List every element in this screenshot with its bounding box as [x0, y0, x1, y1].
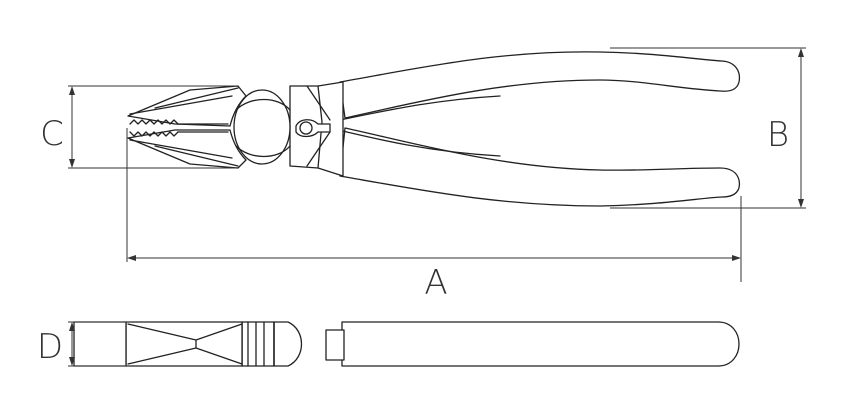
side-band-block	[241, 321, 275, 367]
collar-line	[317, 85, 323, 169]
side-joint-bands	[241, 321, 275, 367]
dimension-label-d: D	[37, 327, 63, 367]
lower-jaw	[127, 129, 247, 169]
joint-curve-lower	[235, 145, 291, 158]
upper-jaw-bevel	[129, 95, 233, 115]
lower-jaw-bevel-2	[154, 145, 239, 167]
side-neck	[325, 329, 345, 361]
dimension-label-a: A	[424, 263, 447, 303]
jaw-inner-slot	[177, 123, 229, 133]
pliers-side-view	[73, 321, 740, 367]
side-handle	[341, 321, 740, 367]
pliers-top-view	[127, 51, 741, 207]
lower-jaw-bevel	[129, 139, 233, 159]
side-joint	[273, 321, 302, 367]
handle-inner-line-upper	[329, 95, 501, 123]
upper-handle	[339, 51, 741, 119]
upper-jaw	[127, 85, 247, 127]
joint-curve-upper	[235, 98, 291, 111]
dimension-label-b: B	[767, 115, 789, 155]
lower-handle	[339, 127, 741, 207]
upper-jaw-bevel-2	[154, 87, 239, 109]
joint-round	[233, 89, 291, 165]
side-jaw-bowtie	[127, 323, 243, 365]
collar-line-2	[306, 85, 331, 121]
dimension-lines-top	[68, 47, 806, 282]
collar-line-3	[306, 131, 331, 167]
dimension-label-c: C	[40, 114, 64, 154]
side-jaw-profile	[125, 321, 243, 367]
handle-inner-line-lower	[329, 127, 501, 157]
side-jaw-tip	[73, 321, 127, 367]
cutter-pivot-circle	[299, 121, 313, 135]
gripping-teeth	[129, 119, 179, 137]
dimension-lines-side	[68, 321, 130, 367]
